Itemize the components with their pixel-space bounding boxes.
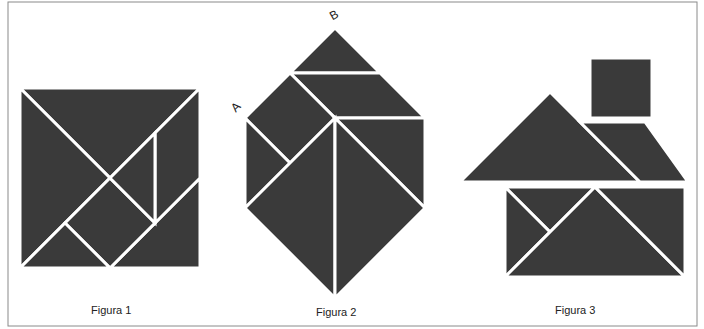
tangram-piece: [290, 28, 380, 73]
tangram-piece: [245, 118, 335, 298]
figure-caption: Figura 3: [555, 304, 595, 317]
figure-caption: Figura 2: [316, 306, 356, 319]
frame: [8, 2, 697, 326]
tangram-piece: [155, 88, 200, 223]
tangram-piece: [20, 223, 110, 268]
tangram-piece: [590, 58, 652, 118]
point-label: A: [228, 99, 244, 115]
tangram-piece: [110, 133, 155, 223]
tangram-piece: [580, 122, 688, 182]
tangram-piece: [335, 118, 425, 298]
point-label: B: [327, 7, 341, 23]
tangram-piece: [505, 187, 685, 277]
figure-caption: Figura 1: [91, 304, 131, 317]
tangram-piece: [595, 187, 685, 277]
